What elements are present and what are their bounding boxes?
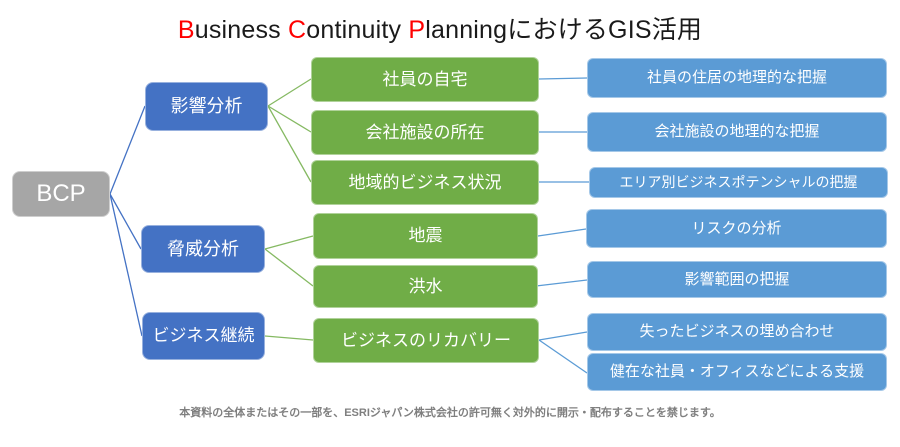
node-impact-range: 影響範囲の把握 bbox=[587, 261, 887, 298]
node-employee-homes: 社員の自宅 bbox=[311, 57, 539, 102]
node-threat-analysis: 脅威分析 bbox=[141, 225, 265, 273]
page-title: Business Continuity PlanningにおけるGIS活用 bbox=[177, 16, 703, 44]
title-initial-b: B bbox=[177, 16, 195, 44]
node-lost-business-compensation: 失ったビジネスの埋め合わせ bbox=[587, 313, 887, 351]
topic-to-outcome-edges bbox=[535, 77, 589, 374]
node-risk-analysis: リスクの分析 bbox=[586, 209, 887, 248]
node-company-facilities: 会社施設の所在 bbox=[311, 110, 539, 155]
category-to-topic-edges bbox=[264, 78, 314, 341]
node-flood: 洪水 bbox=[313, 265, 538, 308]
title-initial-c: C bbox=[288, 16, 307, 44]
node-business-recovery: ビジネスのリカバリー bbox=[313, 318, 539, 363]
node-area-business-potential: エリア別ビジネスポテンシャルの把握 bbox=[589, 167, 888, 198]
title-initial-p: P bbox=[408, 16, 426, 44]
node-business-continuity: ビジネス継続 bbox=[142, 312, 265, 360]
node-bcp: BCP bbox=[12, 171, 110, 217]
node-earthquake: 地震 bbox=[313, 213, 538, 259]
node-impact-analysis: 影響分析 bbox=[145, 82, 268, 131]
node-facility-geography: 会社施設の地理的な把握 bbox=[587, 112, 887, 152]
node-employee-residence-geography: 社員の住居の地理的な把握 bbox=[587, 58, 887, 98]
root-to-category-edges bbox=[109, 105, 146, 337]
node-regional-business-status: 地域的ビジネス状況 bbox=[311, 160, 539, 205]
node-support-by-remaining-staff: 健在な社員・オフィスなどによる支援 bbox=[587, 353, 887, 391]
confidentiality-notice: 本資料の全体またはその一部を、ESRIジャパン株式会社の許可無く対外的に開示・配… bbox=[179, 407, 721, 419]
